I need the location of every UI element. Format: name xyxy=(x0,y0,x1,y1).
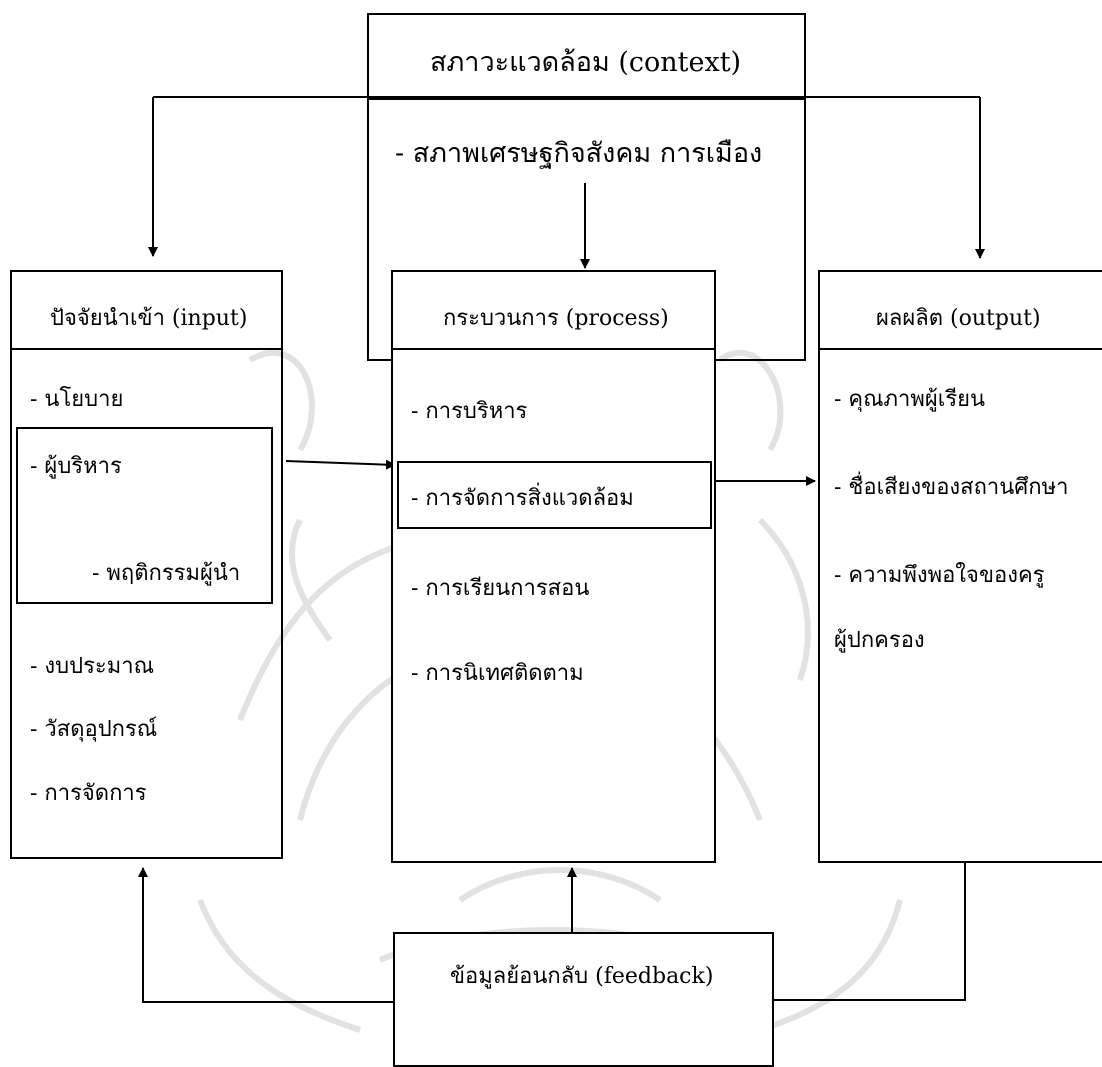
output-title: ผลผลิต (output) xyxy=(876,306,1041,331)
input-title-divider xyxy=(10,348,283,350)
input-item-leadership: - พฤติกรรมผู้นำ xyxy=(92,561,241,586)
feedback-box xyxy=(393,932,774,1067)
context-title: สภาวะแวดล้อม (context) xyxy=(430,47,742,78)
process-item-teaching: - การเรียนการสอน xyxy=(411,576,590,601)
process-environment-box xyxy=(397,461,712,529)
output-box xyxy=(818,270,1102,863)
process-item-environment: - การจัดการสิ่งแวดล้อม xyxy=(411,486,634,511)
process-title: กระบวนการ (process) xyxy=(443,306,669,331)
output-item-quality: - คุณภาพผู้เรียน xyxy=(834,387,986,412)
process-box xyxy=(391,270,716,863)
feedback-title: ข้อมูลย้อนกลับ (feedback) xyxy=(450,964,714,989)
input-item-policy: - นโยบาย xyxy=(30,387,124,412)
input-item-budget: - งบประมาณ xyxy=(30,654,154,679)
input-item-administrator: - ผู้บริหาร xyxy=(30,454,122,479)
process-item-administration: - การบริหาร xyxy=(411,399,528,424)
input-box xyxy=(10,270,283,859)
context-title-box xyxy=(367,13,806,100)
output-item-parents: ผู้ปกครอง xyxy=(834,628,925,653)
input-item-management: - การจัดการ xyxy=(30,781,147,806)
input-title: ปัจจัยนำเข้า (input) xyxy=(50,306,248,331)
input-item-materials: - วัสดุอุปกรณ์ xyxy=(30,717,158,742)
output-title-divider xyxy=(818,348,1102,350)
process-title-divider xyxy=(391,348,716,350)
output-item-reputation: - ชื่อเสียงของสถานศึกษา xyxy=(834,475,1069,500)
input-leader-box xyxy=(16,427,273,604)
context-item: - สภาพเศรษฐกิจสังคม การเมือง xyxy=(395,138,763,169)
arrow-input-to-process xyxy=(285,459,396,470)
process-item-supervision: - การนิเทศติดตาม xyxy=(411,661,584,686)
output-item-satisfaction: - ความพึงพอใจของครู xyxy=(834,563,1045,588)
